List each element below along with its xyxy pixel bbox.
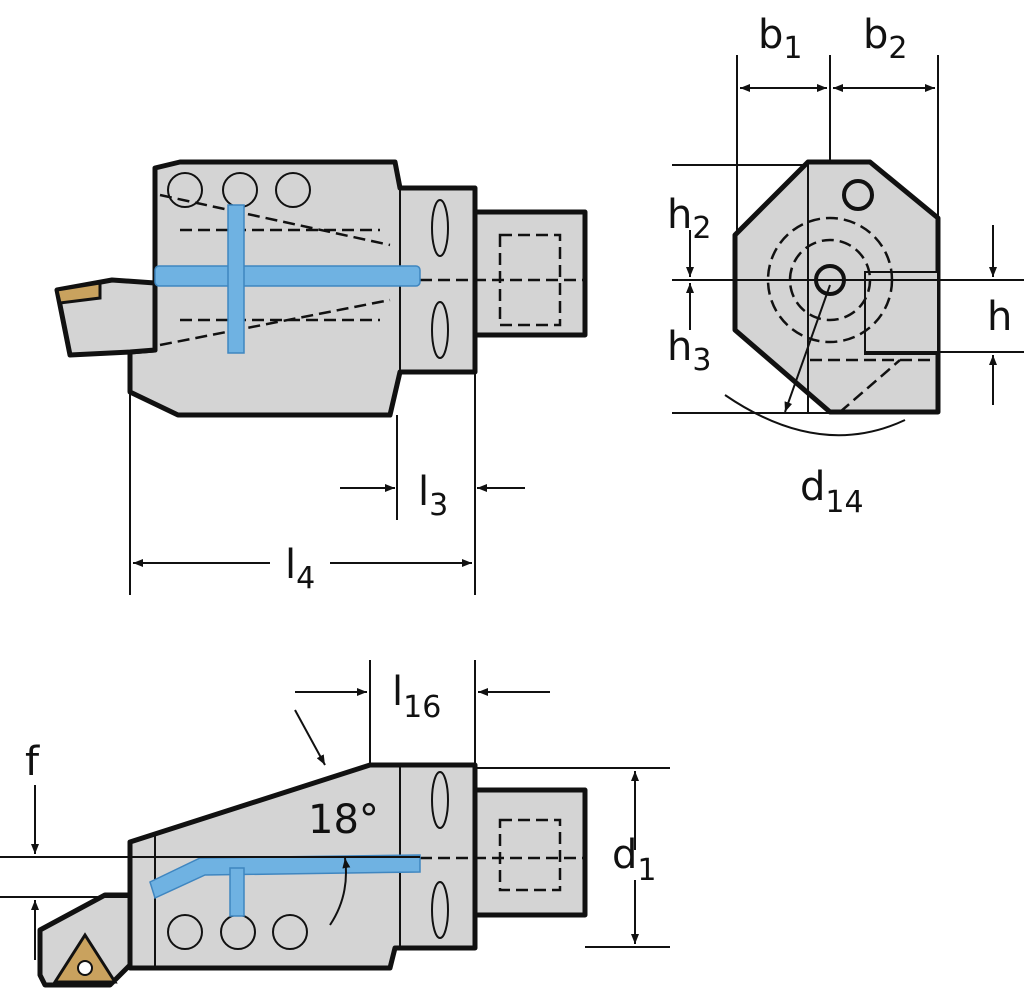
coolant-channel-horizontal <box>154 265 421 287</box>
dimension-lines-side <box>129 372 525 595</box>
dim-l16: l16 <box>392 669 441 725</box>
dim-d1: d1 <box>612 832 656 888</box>
dim-l3: l3 <box>418 469 448 523</box>
dimension-lines-end <box>672 55 1024 414</box>
end-view <box>724 159 941 437</box>
dim-h: h <box>987 294 1012 340</box>
dim-h2: h2 <box>667 192 711 246</box>
dimension-lines-top <box>0 660 670 960</box>
dim-d14: d14 <box>800 464 864 520</box>
coolant-channel-vertical <box>227 204 245 354</box>
side-view <box>54 159 588 418</box>
top-view <box>37 762 588 988</box>
dim-f: f <box>25 739 40 785</box>
dim-b2: b2 <box>863 12 907 66</box>
top-view-shank <box>472 787 588 918</box>
dim-h3: h3 <box>667 324 711 378</box>
cutting-insert <box>55 281 102 305</box>
holder-shank <box>472 209 588 338</box>
dim-b1: b1 <box>758 12 802 66</box>
angle-18: 18° <box>308 797 379 843</box>
top-view-insert <box>52 932 118 984</box>
dim-l4: l4 <box>285 542 315 596</box>
top-coolant-vertical <box>229 867 245 917</box>
